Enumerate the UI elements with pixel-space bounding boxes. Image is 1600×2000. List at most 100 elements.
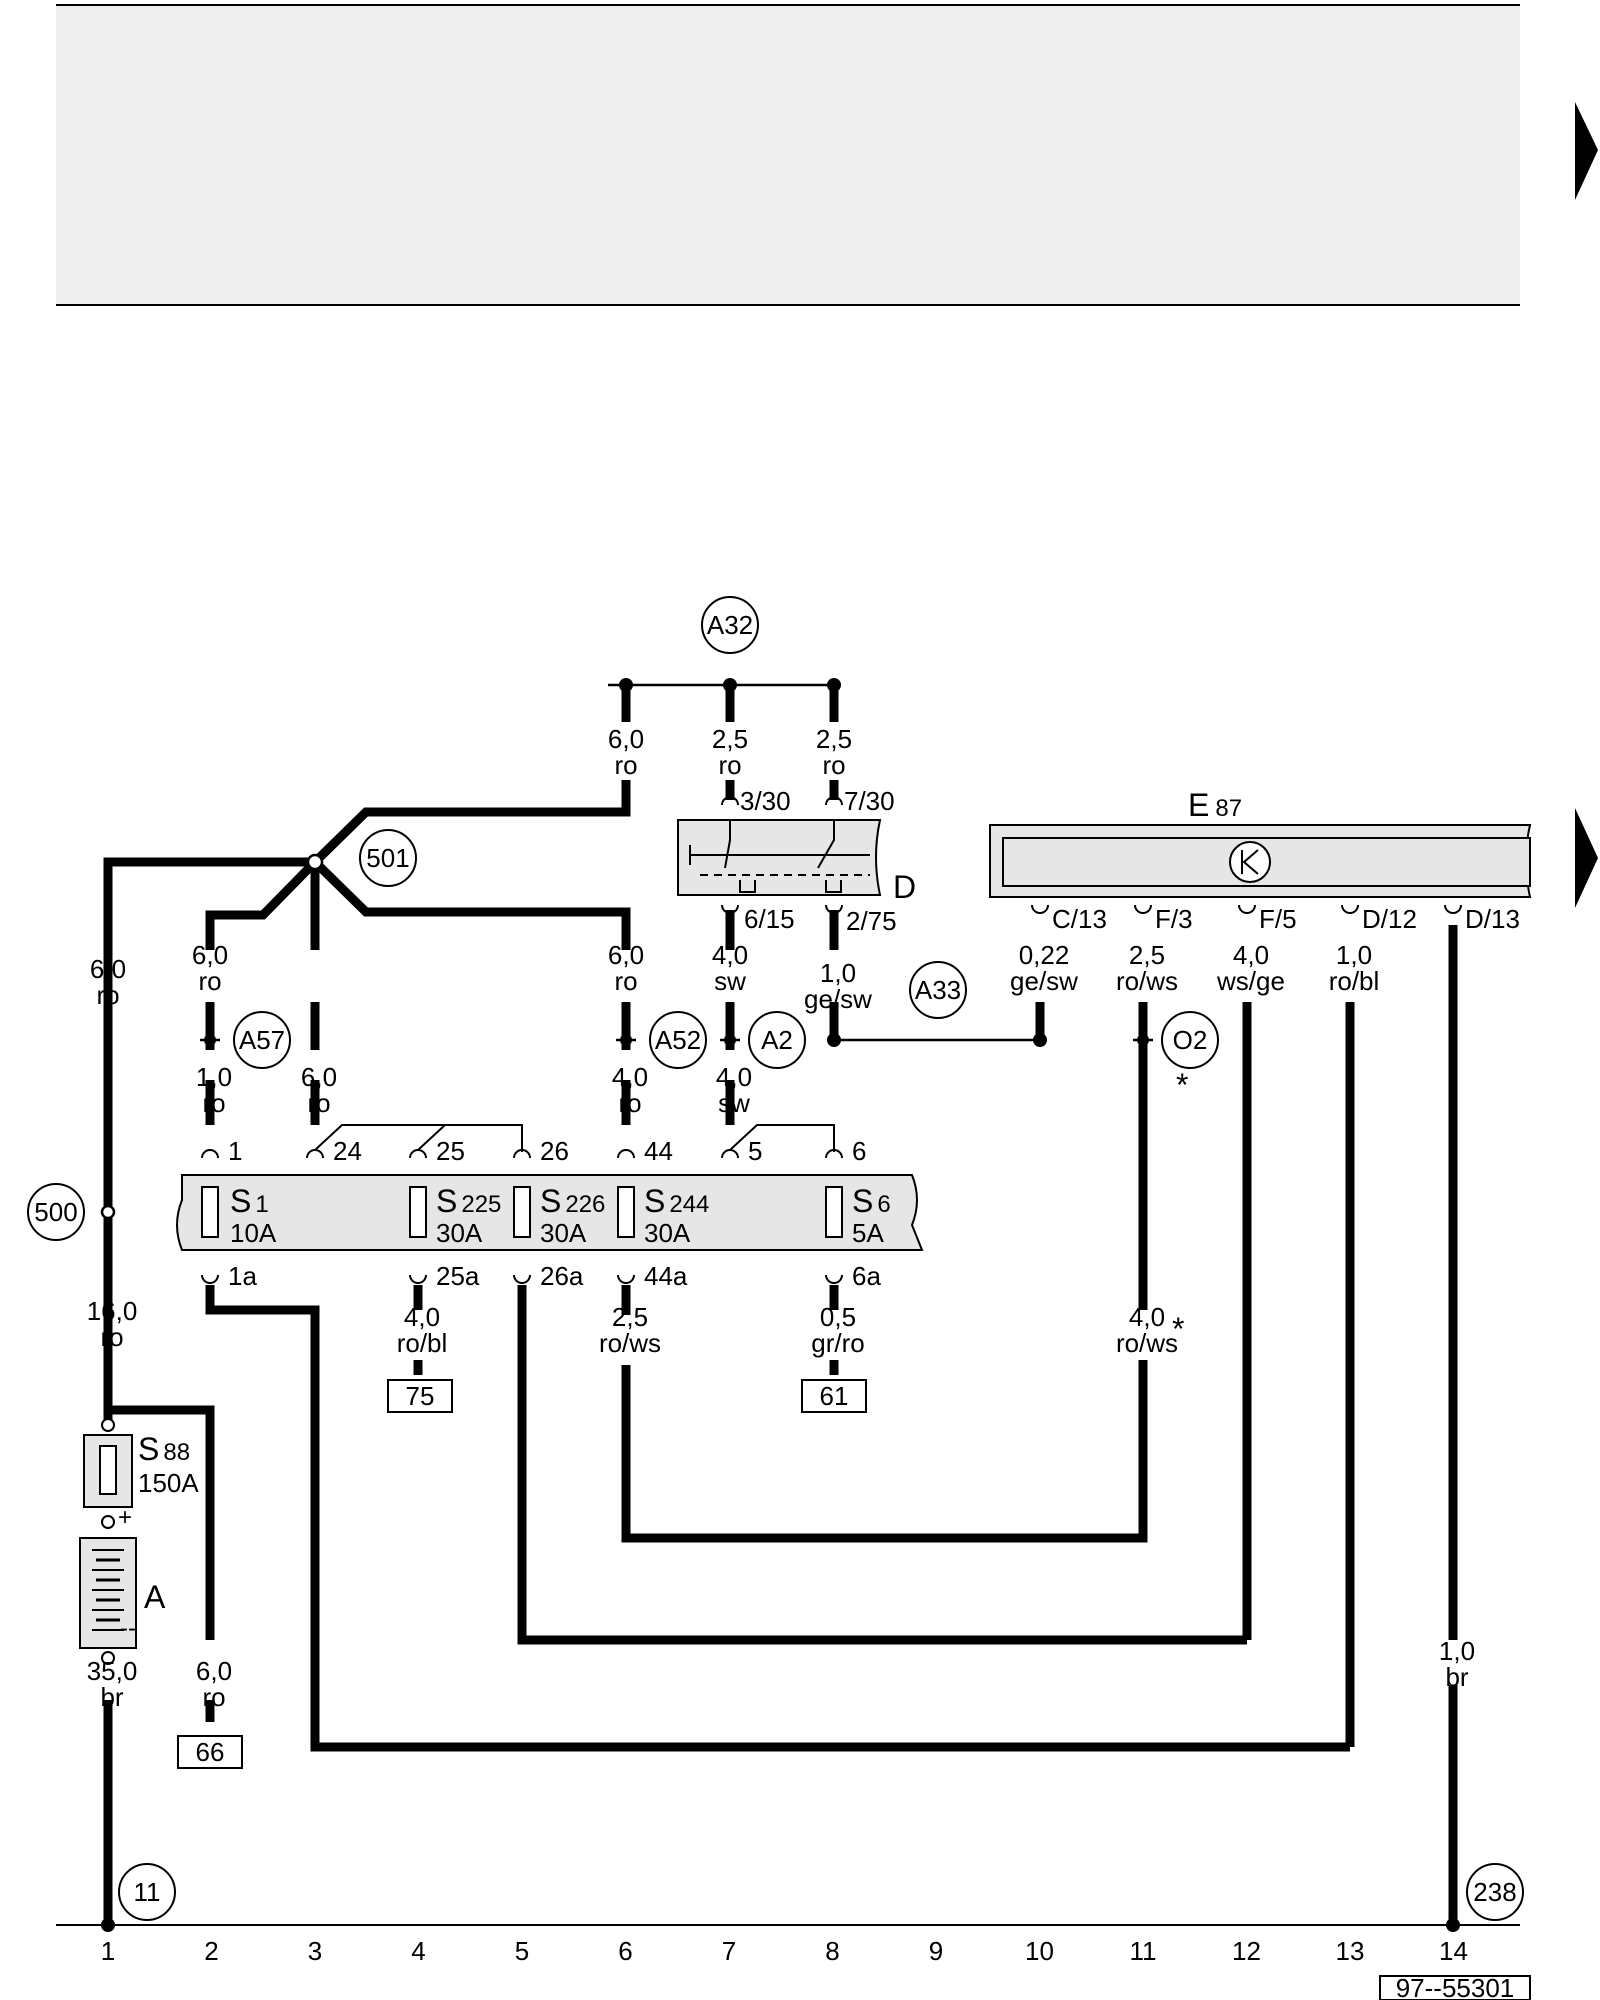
svg-text:25: 25: [436, 1136, 465, 1166]
svg-text:ws/ge: ws/ge: [1216, 966, 1285, 996]
svg-text:24: 24: [333, 1136, 362, 1166]
svg-text:ro: ro: [198, 966, 221, 996]
battery-a-label: A: [144, 1579, 166, 1615]
ground-bar-number: 6: [618, 1936, 632, 1966]
ground-bar-number: 10: [1025, 1936, 1054, 1966]
junction-dots: [100, 678, 1460, 1932]
svg-text:4,0: 4,0: [1129, 1302, 1165, 1332]
svg-text:sw: sw: [714, 966, 746, 996]
svg-text:0,5: 0,5: [820, 1302, 856, 1332]
svg-text:ro/bl: ro/bl: [397, 1328, 448, 1358]
svg-text:4,0: 4,0: [404, 1302, 440, 1332]
next-page-arrow-icon[interactable]: [1575, 808, 1598, 908]
svg-text:ro: ro: [614, 750, 637, 780]
ground-bar-number: 4: [411, 1936, 425, 1966]
boxed-refs: 75 61 66: [177, 1379, 867, 1769]
svg-text:4,0: 4,0: [1233, 940, 1269, 970]
svg-text:ro: ro: [618, 1088, 641, 1118]
fuse-carrier: [176, 1174, 924, 1251]
svg-text:F/3: F/3: [1155, 904, 1193, 934]
svg-text:2/75: 2/75: [846, 906, 897, 936]
svg-text:6,0: 6,0: [301, 1062, 337, 1092]
svg-text:O2: O2: [1173, 1025, 1208, 1055]
svg-text:501: 501: [366, 843, 409, 873]
circle-label-238: 238: [1466, 1863, 1524, 1921]
svg-text:6: 6: [852, 1136, 866, 1166]
circled-labels: A32 501 500 A57 A52 A2 A33 O2 11 238: [27, 596, 1524, 1921]
svg-text:6/15: 6/15: [744, 904, 795, 934]
svg-text:1,0: 1,0: [1336, 940, 1372, 970]
ground-bar-number: 14: [1439, 1936, 1468, 1966]
circle-label-a57: A57: [233, 1011, 291, 1069]
svg-text:2,5: 2,5: [712, 724, 748, 754]
svg-text:6,0: 6,0: [608, 724, 644, 754]
svg-text:br: br: [100, 1682, 123, 1712]
svg-text:1,0: 1,0: [196, 1062, 232, 1092]
relay-d-label: D: [893, 869, 916, 905]
thin-lines: [56, 1012, 1520, 1926]
svg-text:16,0: 16,0: [87, 1296, 138, 1326]
ground-bar-number: 5: [515, 1936, 529, 1966]
note-asterisk: *: [1172, 1311, 1184, 1347]
svg-text:ro: ro: [100, 1322, 123, 1352]
svg-text:A52: A52: [655, 1025, 701, 1055]
svg-text:3/30: 3/30: [740, 786, 791, 816]
ground-bar-number: 8: [825, 1936, 839, 1966]
svg-text:30A: 30A: [436, 1218, 483, 1248]
ground-bar-number: 1: [101, 1936, 115, 1966]
wire-labels: 6,0ro 2,5ro 2,5ro 6,0ro 6,0ro 6,0ro 4,0s…: [87, 724, 1475, 1712]
note-asterisk: *: [1176, 1067, 1188, 1103]
circle-label-o2: O2: [1161, 1011, 1219, 1069]
svg-text:C/13: C/13: [1052, 904, 1107, 934]
svg-text:ro: ro: [614, 966, 637, 996]
svg-text:gr/ro: gr/ro: [811, 1328, 864, 1358]
pin-arcs: [201, 796, 1462, 1284]
main-fuse-s88: [83, 1418, 133, 1529]
ref-box-66: 66: [196, 1737, 225, 1767]
svg-text:ro/ws: ro/ws: [599, 1328, 661, 1358]
next-page-arrow-icon[interactable]: [1575, 102, 1598, 200]
circle-label-a32: A32: [701, 596, 759, 654]
svg-text:ge/sw: ge/sw: [804, 984, 872, 1014]
svg-text:1,0: 1,0: [1439, 1636, 1475, 1666]
svg-text:ro: ro: [202, 1682, 225, 1712]
circle-label-11: 11: [118, 1863, 176, 1921]
svg-text:2,5: 2,5: [1129, 940, 1165, 970]
svg-text:ro: ro: [307, 1088, 330, 1118]
svg-text:A57: A57: [239, 1025, 285, 1055]
svg-text:11: 11: [134, 1877, 161, 1907]
svg-text:ro: ro: [822, 750, 845, 780]
svg-text:6,0: 6,0: [196, 1656, 232, 1686]
svg-text:D/12: D/12: [1362, 904, 1417, 934]
svg-text:6a: 6a: [852, 1261, 881, 1291]
ground-bar-number: 9: [929, 1936, 943, 1966]
svg-text:2,5: 2,5: [816, 724, 852, 754]
svg-text:1: 1: [228, 1136, 242, 1166]
svg-text:ro/ws: ro/ws: [1116, 1328, 1178, 1358]
ground-bar-number: 7: [722, 1936, 736, 1966]
ref-box-75: 75: [406, 1381, 435, 1411]
ref-box-61: 61: [820, 1381, 849, 1411]
circle-label-500: 500: [27, 1183, 85, 1241]
svg-text:25a: 25a: [436, 1261, 480, 1291]
svg-text:ro: ro: [202, 1088, 225, 1118]
svg-text:1,0: 1,0: [820, 958, 856, 988]
svg-text:97--55301: 97--55301: [1396, 1973, 1515, 2000]
svg-text:5A: 5A: [852, 1218, 884, 1248]
svg-text:30A: 30A: [540, 1218, 587, 1248]
svg-text:2,5: 2,5: [612, 1302, 648, 1332]
svg-text:sw: sw: [718, 1088, 750, 1118]
svg-text:ro/bl: ro/bl: [1329, 966, 1380, 996]
header-box: [56, 4, 1520, 306]
svg-text:4,0: 4,0: [612, 1062, 648, 1092]
svg-text:A2: A2: [761, 1025, 793, 1055]
svg-text:7/30: 7/30: [844, 786, 895, 816]
circle-label-a2: A2: [748, 1011, 806, 1069]
svg-text:4,0: 4,0: [716, 1062, 752, 1092]
svg-text:6,0: 6,0: [192, 940, 228, 970]
